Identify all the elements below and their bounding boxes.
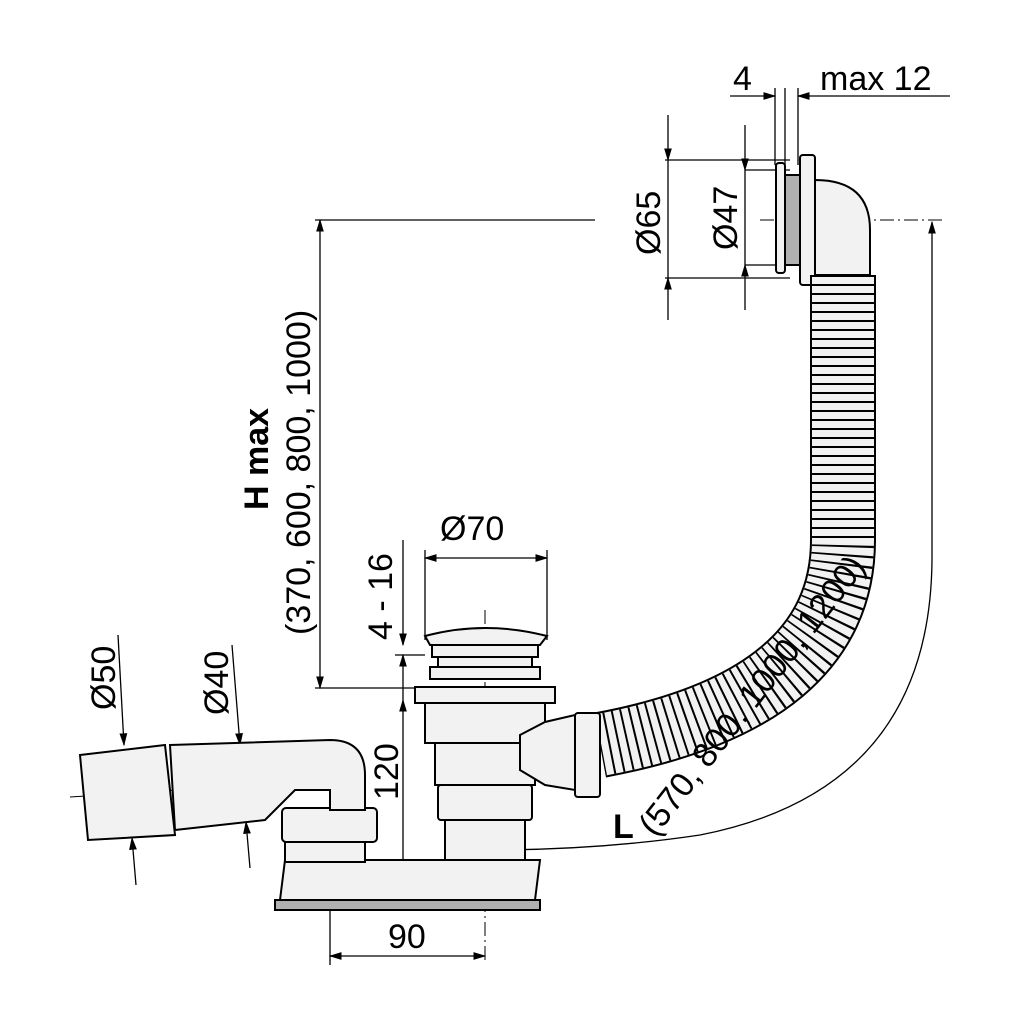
gap-label: 4 — [733, 60, 752, 98]
height-label: H max — [238, 408, 276, 510]
trap-body — [78, 738, 542, 911]
outer-dia-label: Ø65 — [630, 191, 668, 255]
outlet-40-label: Ø40 — [198, 651, 236, 715]
waste-body — [414, 627, 601, 861]
overflow-head — [775, 154, 871, 286]
thickness-label: 4 - 16 — [362, 553, 400, 640]
trap-offset-label: 90 — [388, 918, 426, 956]
length-label: L — [613, 808, 634, 846]
outlet-50-label: Ø50 — [85, 646, 123, 710]
height-values: (370, 600, 800, 1000) — [280, 310, 318, 635]
inner-dia-label: Ø47 — [707, 186, 745, 250]
corrugated-hose — [593, 275, 876, 778]
waste-dia-label: Ø70 — [440, 510, 504, 548]
max-gap-label: max 12 — [820, 60, 932, 98]
trap-height-label: 120 — [368, 743, 406, 800]
